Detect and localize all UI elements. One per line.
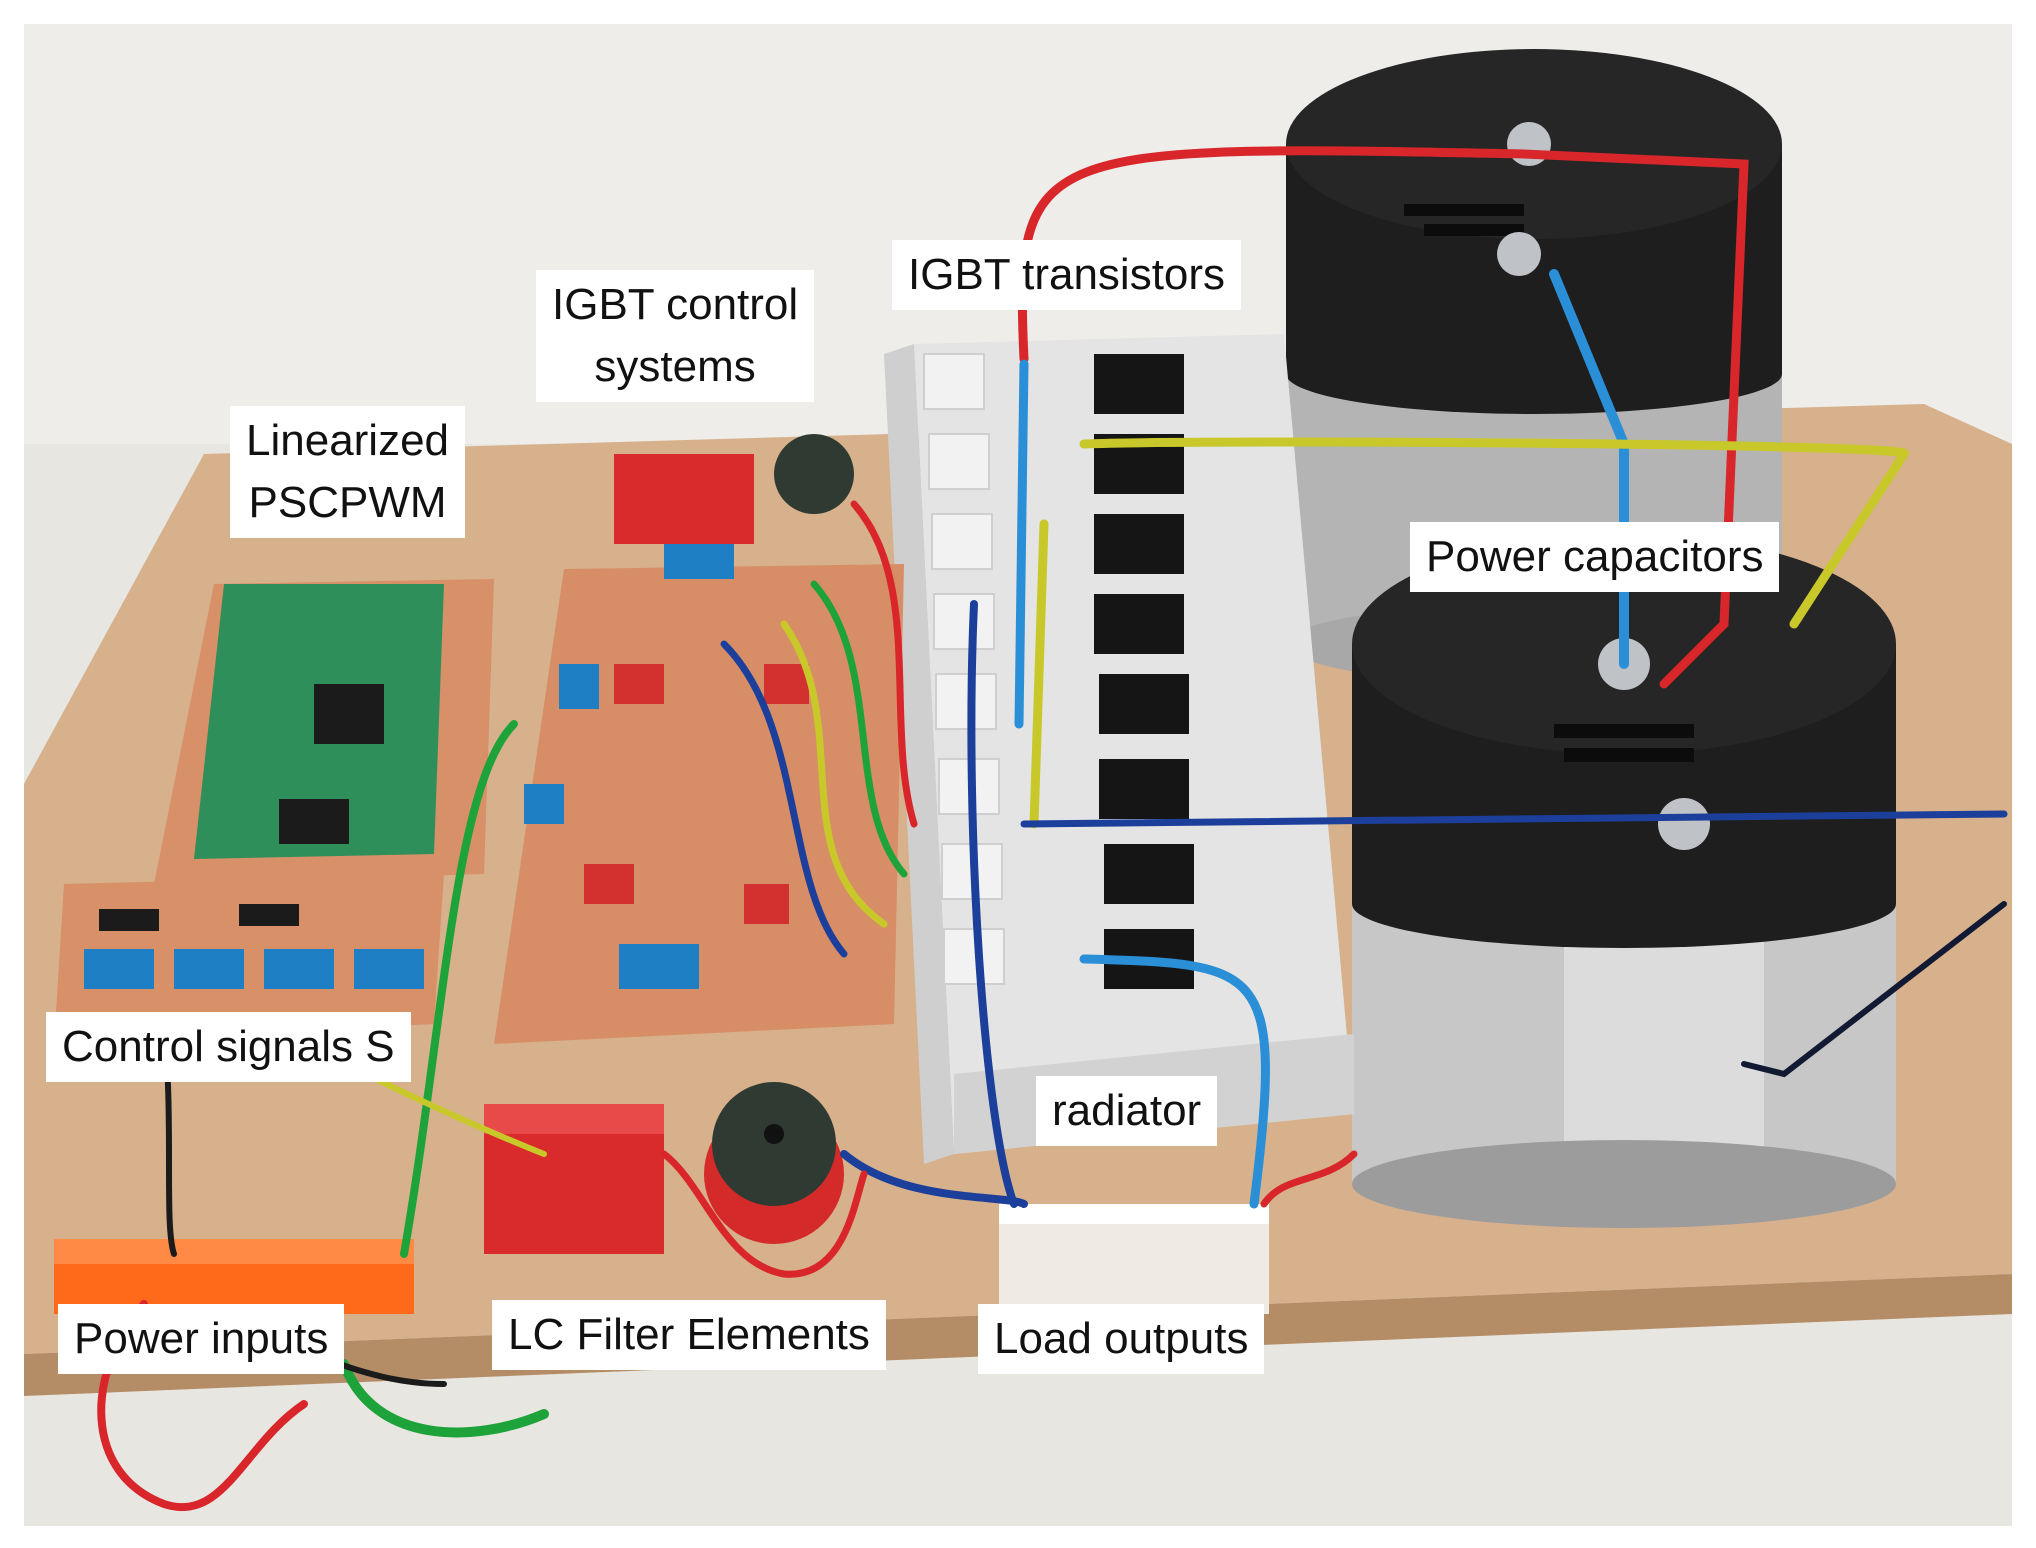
- label-power-capacitors: Power capacitors: [1410, 522, 1780, 592]
- load-output-terminal-block: [999, 1204, 1269, 1314]
- label-igbt-control-systems-line1: IGBT control: [552, 280, 799, 329]
- label-power-inputs: Power inputs: [58, 1304, 345, 1374]
- label-control-signals: Control signals S: [46, 1012, 411, 1082]
- igbt-terminal-strip: [923, 353, 1005, 985]
- power-input-terminal-block: [54, 1239, 414, 1314]
- linearized-pscpwm-board: [154, 579, 494, 884]
- label-linearized-pscpwm-line2: PSCPWM: [248, 478, 447, 527]
- igbt-control-board: [494, 534, 904, 1044]
- label-igbt-control-systems-line2: systems: [594, 342, 756, 391]
- label-linearized-pscpwm-line1: Linearized: [246, 416, 450, 465]
- label-lc-filter-elements: LC Filter Elements: [492, 1300, 886, 1370]
- label-load-outputs: Load outputs: [978, 1304, 1265, 1374]
- label-igbt-transistors: IGBT transistors: [892, 240, 1242, 310]
- control-signals-board: [54, 874, 444, 1044]
- label-radiator: radiator: [1036, 1076, 1218, 1146]
- photo-scene: Linearized PSCPWM IGBT control systems I…: [24, 24, 2012, 1526]
- inductor-top: [774, 434, 854, 514]
- lc-filter-elements: [484, 1082, 844, 1254]
- label-linearized-pscpwm: Linearized PSCPWM: [230, 406, 466, 538]
- relay-top: [614, 454, 754, 544]
- label-igbt-control-systems: IGBT control systems: [536, 270, 815, 402]
- scene-drawing: [24, 24, 2012, 1526]
